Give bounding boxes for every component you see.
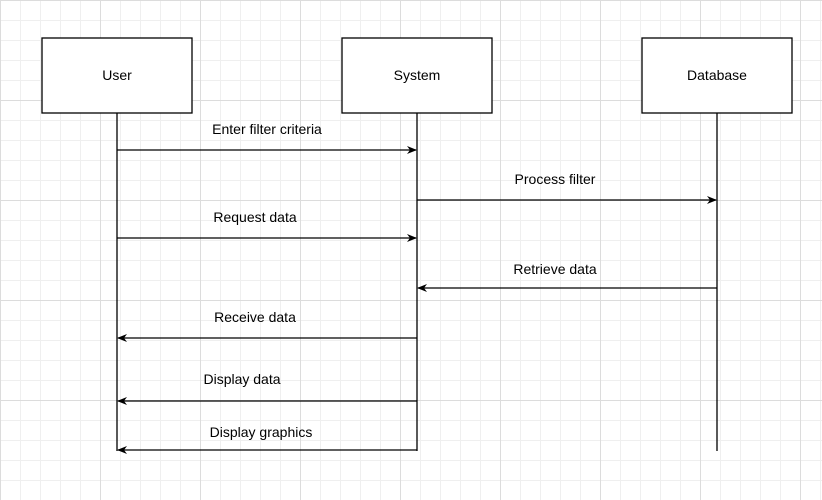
message-enter-filter-criteria[interactable]: Enter filter criteria <box>117 121 417 154</box>
message-label: Request data <box>213 209 296 225</box>
participant-user-label: User <box>102 67 132 83</box>
message-receive-data[interactable]: Receive data <box>117 309 417 342</box>
message-label: Enter filter criteria <box>212 121 322 137</box>
participant-system[interactable]: System <box>341 37 493 114</box>
message-label: Receive data <box>214 309 296 325</box>
message-label: Display data <box>203 371 280 387</box>
message-label: Process filter <box>515 171 596 187</box>
participant-user[interactable]: User <box>41 37 193 114</box>
participant-user-box[interactable] <box>41 37 193 114</box>
message-request-data[interactable]: Request data <box>117 209 417 242</box>
message-label: Display graphics <box>210 424 313 440</box>
message-process-filter[interactable]: Process filter <box>417 171 717 204</box>
participant-system-label: System <box>394 67 441 83</box>
message-label: Retrieve data <box>513 261 596 277</box>
participant-database[interactable]: Database <box>641 37 793 114</box>
message-display-graphics[interactable]: Display graphics <box>117 424 417 454</box>
message-retrieve-data[interactable]: Retrieve data <box>417 261 717 292</box>
message-display-data[interactable]: Display data <box>117 371 417 405</box>
participant-system-box[interactable] <box>341 37 493 114</box>
participant-database-label: Database <box>687 67 747 83</box>
participant-database-box[interactable] <box>641 37 793 114</box>
